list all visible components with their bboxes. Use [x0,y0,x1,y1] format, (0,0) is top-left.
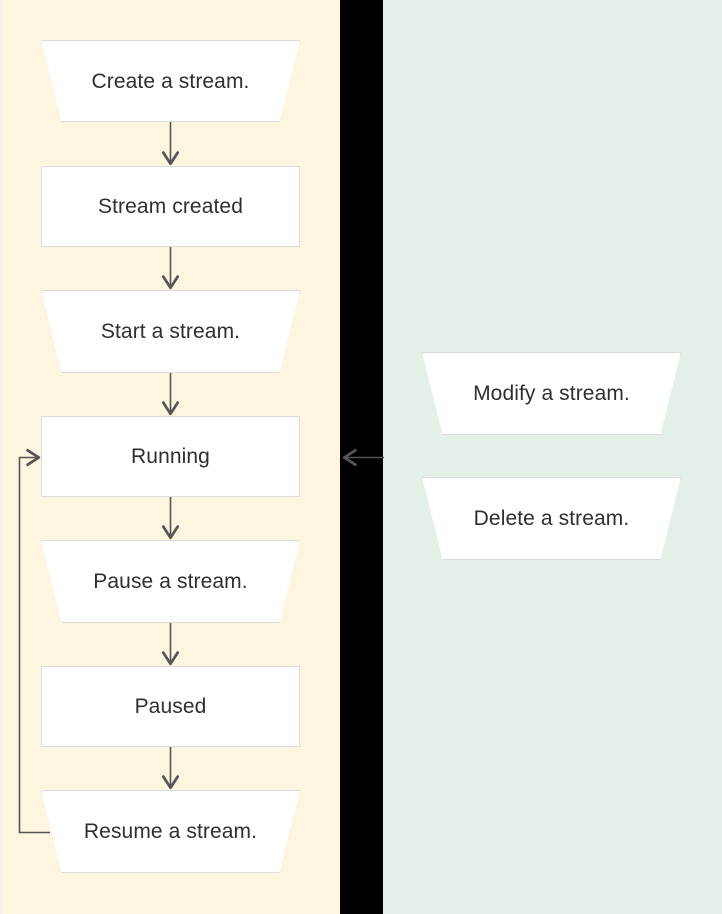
trapezoid-shape [41,790,300,873]
node-modify-a-stream[interactable]: Modify a stream. [422,352,681,435]
node-pause-a-stream[interactable]: Pause a stream. [41,540,300,623]
node-label: Modify a stream. [473,382,630,405]
node-resume-a-stream[interactable]: Resume a stream. [41,790,300,873]
node-label: Create a stream. [91,69,250,93]
node-label: Stream created [98,195,243,218]
node-running[interactable]: Running [41,416,300,497]
trapezoid-shape [41,40,300,122]
node-label: Resume a stream. [83,820,258,843]
node-delete-a-stream[interactable]: Delete a stream. [422,477,681,560]
trapezoid-shape [41,290,300,373]
trapezoid-shape [41,540,300,623]
node-label: Paused [134,695,207,718]
node-label: Pause a stream. [93,570,248,593]
node-stream-created[interactable]: Stream created [41,166,300,247]
node-create-a-stream[interactable]: Create a stream. [41,40,300,122]
node-label: Start a stream. [100,320,241,343]
node-paused[interactable]: Paused [41,666,300,747]
lane-operations-background [383,0,722,914]
lane-divider-background [340,0,383,914]
node-label: Running [131,445,210,468]
node-label: Delete a stream. [473,507,630,530]
node-start-a-stream[interactable]: Start a stream. [41,290,300,373]
